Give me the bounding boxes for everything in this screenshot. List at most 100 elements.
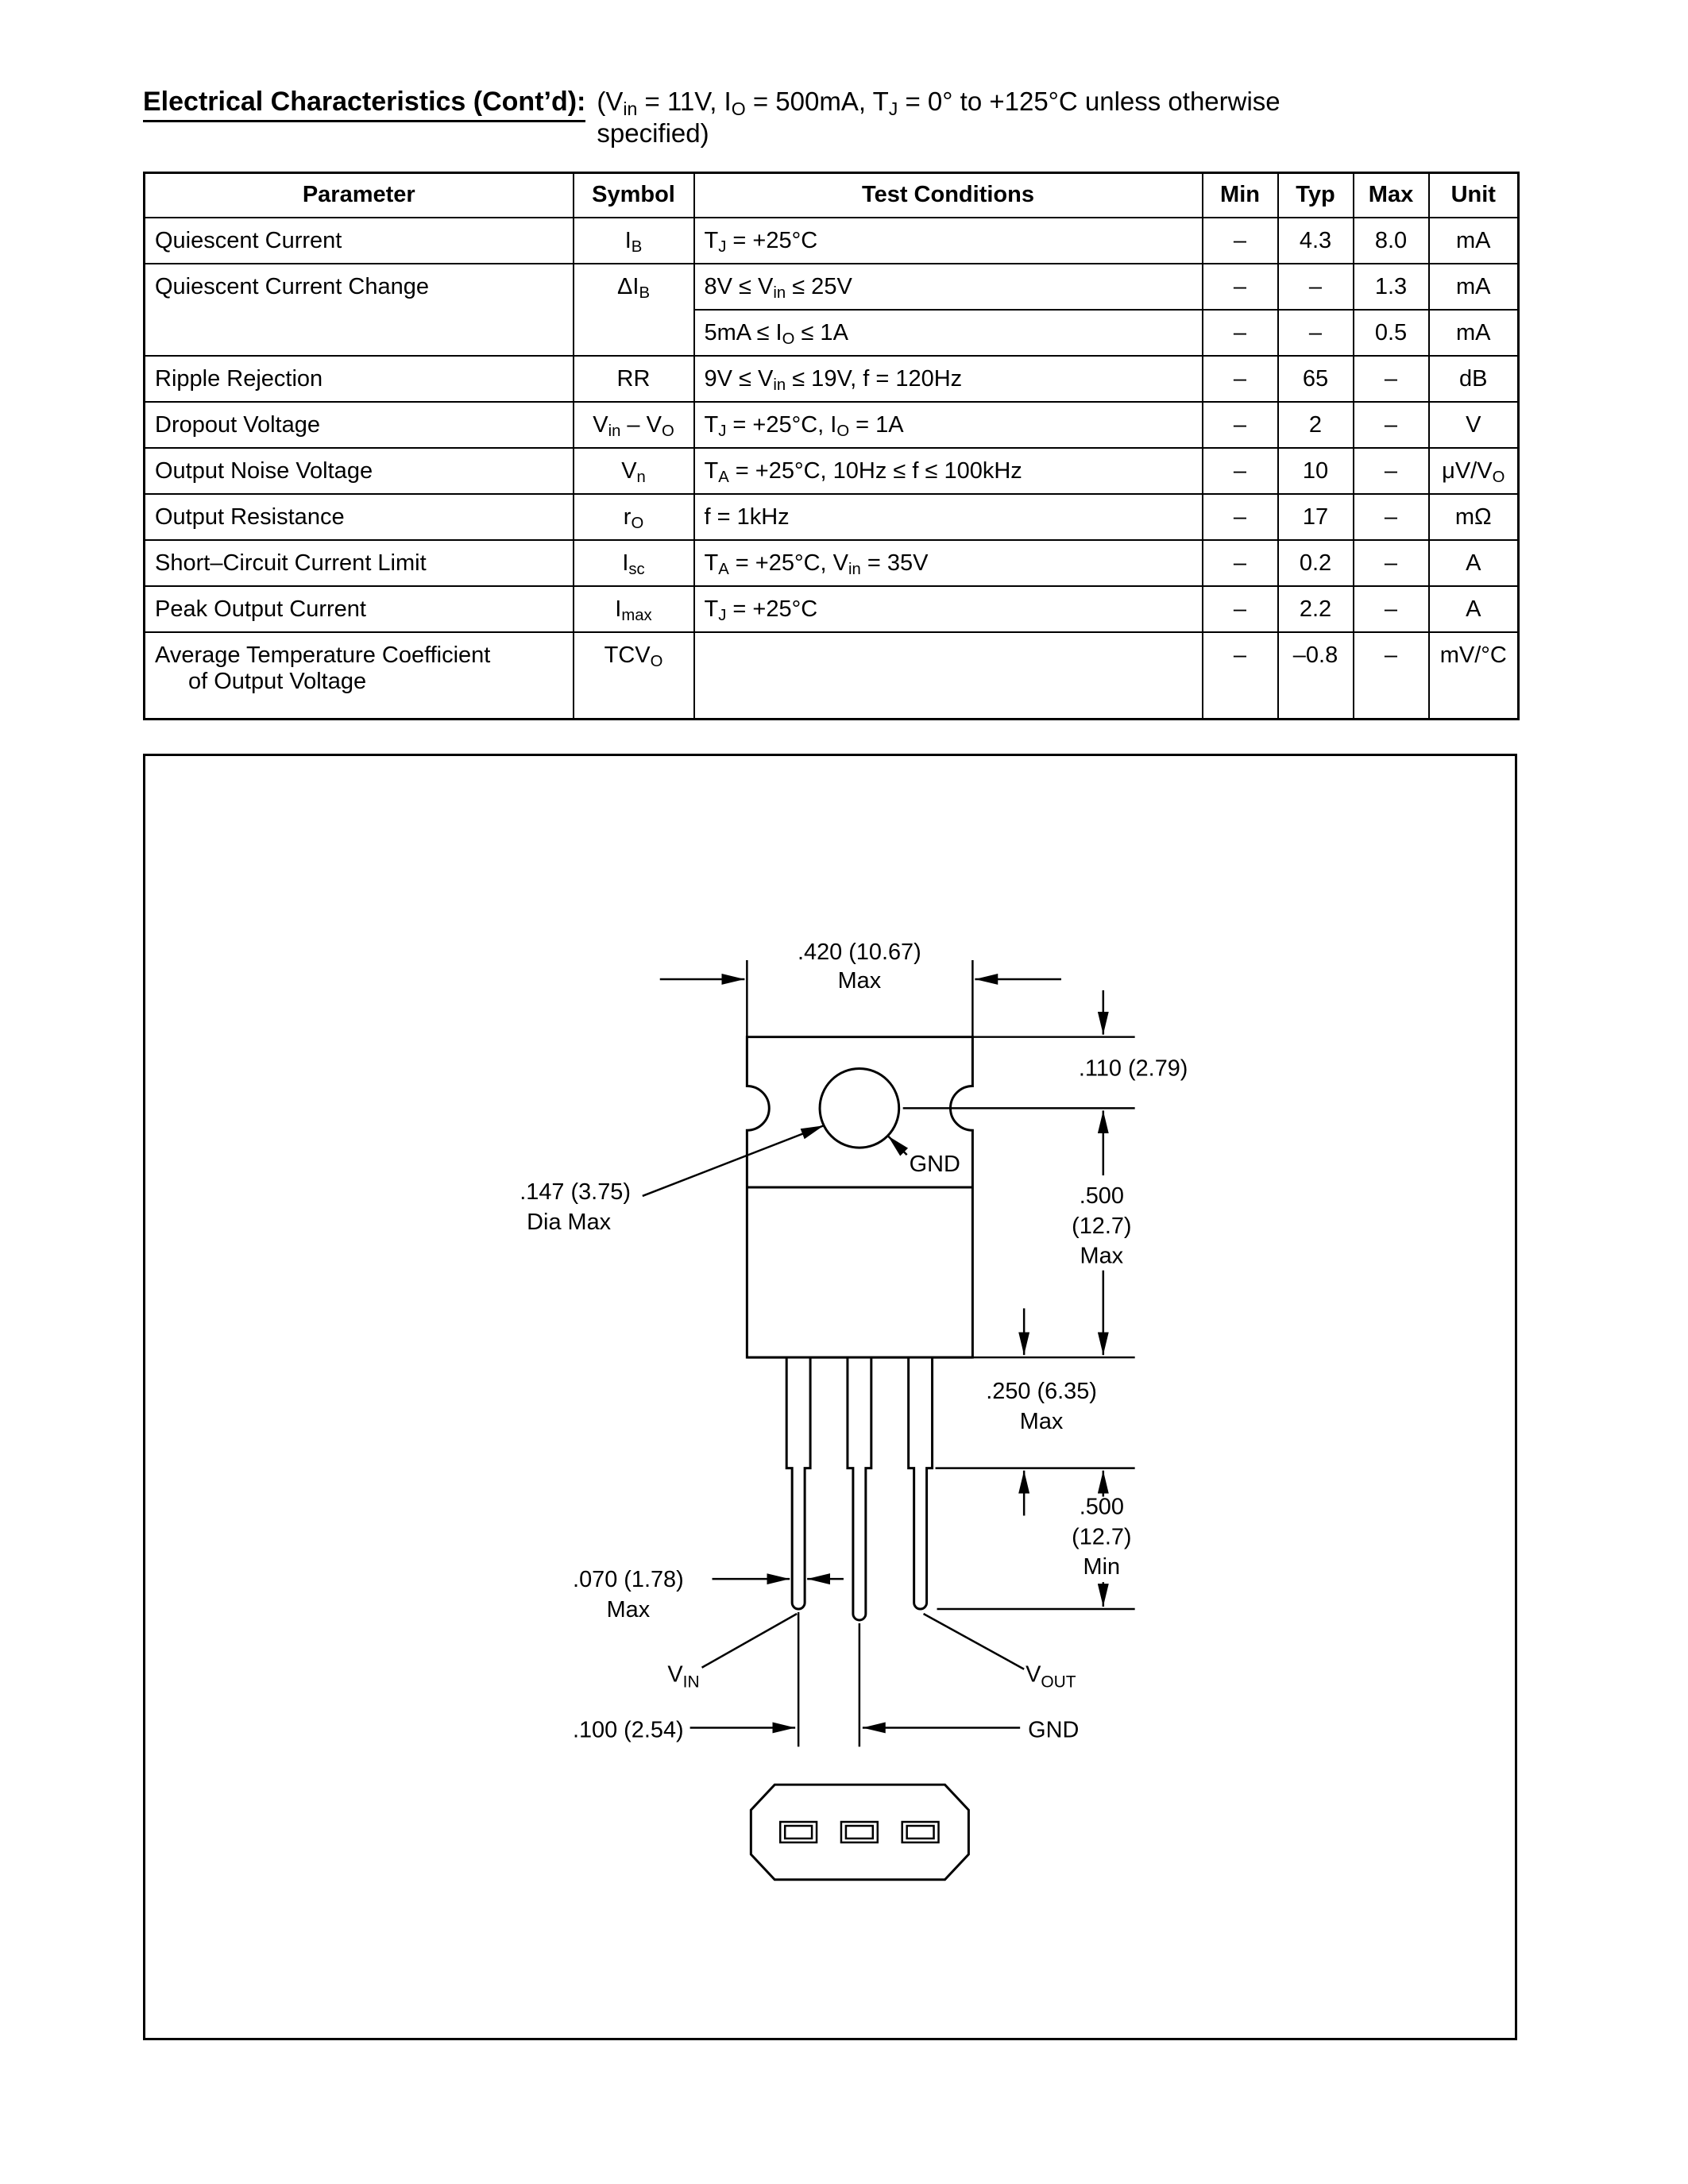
- min-cell: –: [1201, 400, 1279, 449]
- typ-cell: 2.2: [1277, 585, 1354, 633]
- conditions-cell: TA = +25°C, Vin = 35V: [693, 538, 1203, 587]
- package-drawing-box: .420 (10.67) Max .110 (2.79) GND .147 (3…: [143, 754, 1517, 2040]
- max-cell: –: [1352, 354, 1430, 403]
- hole-dia-leader: [642, 1125, 825, 1198]
- column-header: Symbol: [572, 172, 695, 218]
- unit-cell: mV/°C: [1427, 631, 1520, 720]
- conditions-cell: TJ = +25°C: [693, 216, 1203, 264]
- column-header: Test Conditions: [693, 172, 1203, 218]
- max-cell: –: [1352, 446, 1430, 495]
- symbol-cell: ΔIB: [572, 262, 695, 357]
- min-cell: –: [1201, 308, 1279, 357]
- to220-package-drawing: .420 (10.67) Max .110 (2.79) GND .147 (3…: [520, 940, 1188, 1881]
- dimension-labels: .420 (10.67) Max .110 (2.79) GND .147 (3…: [520, 940, 1188, 1742]
- unit-cell: mA: [1427, 216, 1520, 264]
- gnd-tab-leader: [886, 1135, 909, 1156]
- lead-1: [785, 1357, 812, 1611]
- column-header: Min: [1201, 172, 1279, 218]
- min-cell: –: [1201, 585, 1279, 633]
- min-cell: –: [1201, 446, 1279, 495]
- conditions-cell: 5mA ≤ IO ≤ 1A: [693, 308, 1203, 357]
- section-header: Electrical Characteristics (Cont’d): (Vi…: [143, 86, 1517, 149]
- test-conditions-note: (Vin = 11V, IO = 500mA, TJ = 0° to +125°…: [597, 86, 1280, 149]
- dim-lead-length-qual: Min: [1083, 1554, 1121, 1580]
- symbol-cell: TCVO: [572, 631, 695, 720]
- symbol-cell: Imax: [572, 585, 695, 633]
- typ-cell: 65: [1277, 354, 1354, 403]
- symbol-cell: RR: [572, 354, 695, 403]
- symbol-cell: rO: [572, 492, 695, 541]
- dim-lead-pitch-label: .100 (2.54): [573, 1717, 684, 1742]
- gnd-tab-label: GND: [910, 1152, 960, 1177]
- dim-lead-width-qual: Max: [607, 1597, 651, 1623]
- conditions-cell: TJ = +25°C, IO = 1A: [693, 400, 1203, 449]
- dim-shoulder-label: .250 (6.35): [986, 1379, 1097, 1404]
- lead-3: [907, 1357, 934, 1611]
- max-cell: –: [1352, 538, 1430, 587]
- pin-vin-label: VIN: [667, 1662, 699, 1692]
- dim-body-height-qual: Max: [1080, 1244, 1124, 1269]
- section-title: Electrical Characteristics (Cont’d):: [143, 86, 586, 122]
- vin-leader: [701, 1612, 798, 1669]
- dim-width-label: .420 (10.67): [798, 940, 921, 965]
- package-bottom-view: [749, 1783, 970, 1881]
- min-cell: –: [1201, 631, 1279, 720]
- min-cell: –: [1201, 538, 1279, 587]
- conditions-cell: f = 1kHz: [693, 492, 1203, 541]
- pin-leaders: [701, 1612, 1025, 1670]
- extension-lines: [746, 960, 1135, 1747]
- parameter-cell: Ripple Rejection: [143, 354, 574, 403]
- conditions-cell: TA = +25°C, 10Hz ≤ f ≤ 100kHz: [693, 446, 1203, 495]
- parameter-cell: Output Resistance: [143, 492, 574, 541]
- unit-cell: A: [1427, 538, 1520, 587]
- conditions-cell: [693, 631, 1203, 720]
- max-cell: –: [1352, 400, 1430, 449]
- parameter-cell: Peak Output Current: [143, 585, 574, 633]
- lead-2: [846, 1357, 873, 1622]
- unit-cell: mA: [1427, 262, 1520, 311]
- max-cell: –: [1352, 492, 1430, 541]
- dim-shoulder-qual: Max: [1020, 1409, 1064, 1434]
- symbol-cell: Vin – VO: [572, 400, 695, 449]
- dim-hole-dia-label: .147 (3.75): [520, 1179, 631, 1205]
- dim-body-height-label: .500: [1080, 1183, 1124, 1209]
- column-header: Max: [1352, 172, 1430, 218]
- conditions-cell: TJ = +25°C: [693, 585, 1203, 633]
- dim-lead-length-mm: (12.7): [1072, 1524, 1131, 1549]
- max-cell: 8.0: [1352, 216, 1430, 264]
- package-front-view: [745, 1036, 974, 1622]
- unit-cell: mΩ: [1427, 492, 1520, 541]
- typ-cell: 4.3: [1277, 216, 1354, 264]
- parameter-cell: Output Noise Voltage: [143, 446, 574, 495]
- typ-cell: 2: [1277, 400, 1354, 449]
- min-cell: –: [1201, 354, 1279, 403]
- min-cell: –: [1201, 216, 1279, 264]
- parameter-cell: Short–Circuit Current Limit: [143, 538, 574, 587]
- max-cell: 1.3: [1352, 262, 1430, 311]
- min-cell: –: [1201, 262, 1279, 311]
- test-conditions-line-1: (Vin = 11V, IO = 500mA, TJ = 0° to +125°…: [597, 87, 1280, 120]
- typ-cell: –: [1277, 262, 1354, 311]
- parameter-cell: Quiescent Current: [143, 216, 574, 264]
- test-conditions-line-2: specified): [597, 118, 709, 148]
- unit-cell: V: [1427, 400, 1520, 449]
- bottom-view-outline: [749, 1783, 970, 1881]
- column-header: Typ: [1277, 172, 1354, 218]
- typ-cell: 17: [1277, 492, 1354, 541]
- max-cell: –: [1352, 631, 1430, 720]
- symbol-cell: Vn: [572, 446, 695, 495]
- column-header: Parameter: [143, 172, 574, 218]
